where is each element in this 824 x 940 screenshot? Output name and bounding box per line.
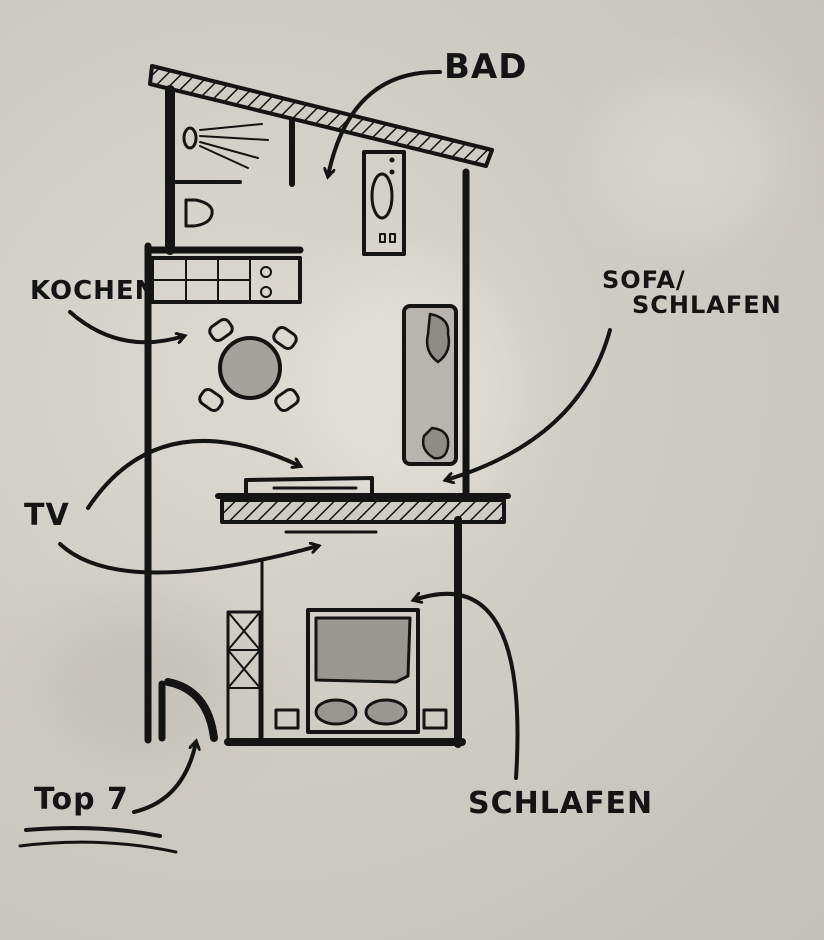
label-sofa-line2: SCHLAFEN <box>632 291 782 320</box>
label-sofa-schlafen: SOFA/ SCHLAFEN <box>602 266 782 320</box>
arrow-tv-upper <box>86 439 300 510</box>
arrow-kochen <box>68 310 184 345</box>
wardrobe <box>226 610 262 742</box>
shower-spray <box>199 123 269 169</box>
sofa-cushion <box>425 312 451 364</box>
label-schlafen: SCHLAFEN <box>468 786 654 821</box>
bed-blanket <box>314 616 412 684</box>
arrow-tv-lower <box>58 544 318 575</box>
bed <box>306 608 420 734</box>
tv-board <box>244 476 374 498</box>
bath-sink <box>370 172 394 220</box>
paper-stain <box>600 80 780 240</box>
chair <box>208 317 234 343</box>
arrow-top <box>132 742 196 814</box>
middle-wall <box>220 498 506 524</box>
dining-table <box>218 336 282 400</box>
nightstand <box>274 708 300 730</box>
shower-head <box>182 126 198 150</box>
pillow <box>364 698 408 726</box>
label-top: Top 7 <box>34 782 129 817</box>
label-bad: BAD <box>444 47 528 87</box>
top-underline <box>18 840 178 854</box>
toilet <box>184 198 214 228</box>
label-tv: TV <box>24 498 70 533</box>
top-underline <box>24 826 162 838</box>
sofa-cushion <box>421 426 450 460</box>
chair <box>272 325 298 351</box>
chair <box>198 387 224 413</box>
chair <box>274 387 300 413</box>
arrow-bad <box>328 69 442 176</box>
label-kochen: KOCHEN <box>30 276 158 306</box>
label-sofa-line1: SOFA/ <box>602 266 686 294</box>
arrow-schlafen <box>414 594 520 780</box>
pillow <box>314 698 358 726</box>
bath-sink-cabinet <box>362 150 406 256</box>
door-swing <box>164 678 218 742</box>
roof-wall <box>148 64 494 168</box>
paper-stain <box>40 600 240 760</box>
arrow-sofa <box>446 328 612 480</box>
nightstand <box>422 708 448 730</box>
